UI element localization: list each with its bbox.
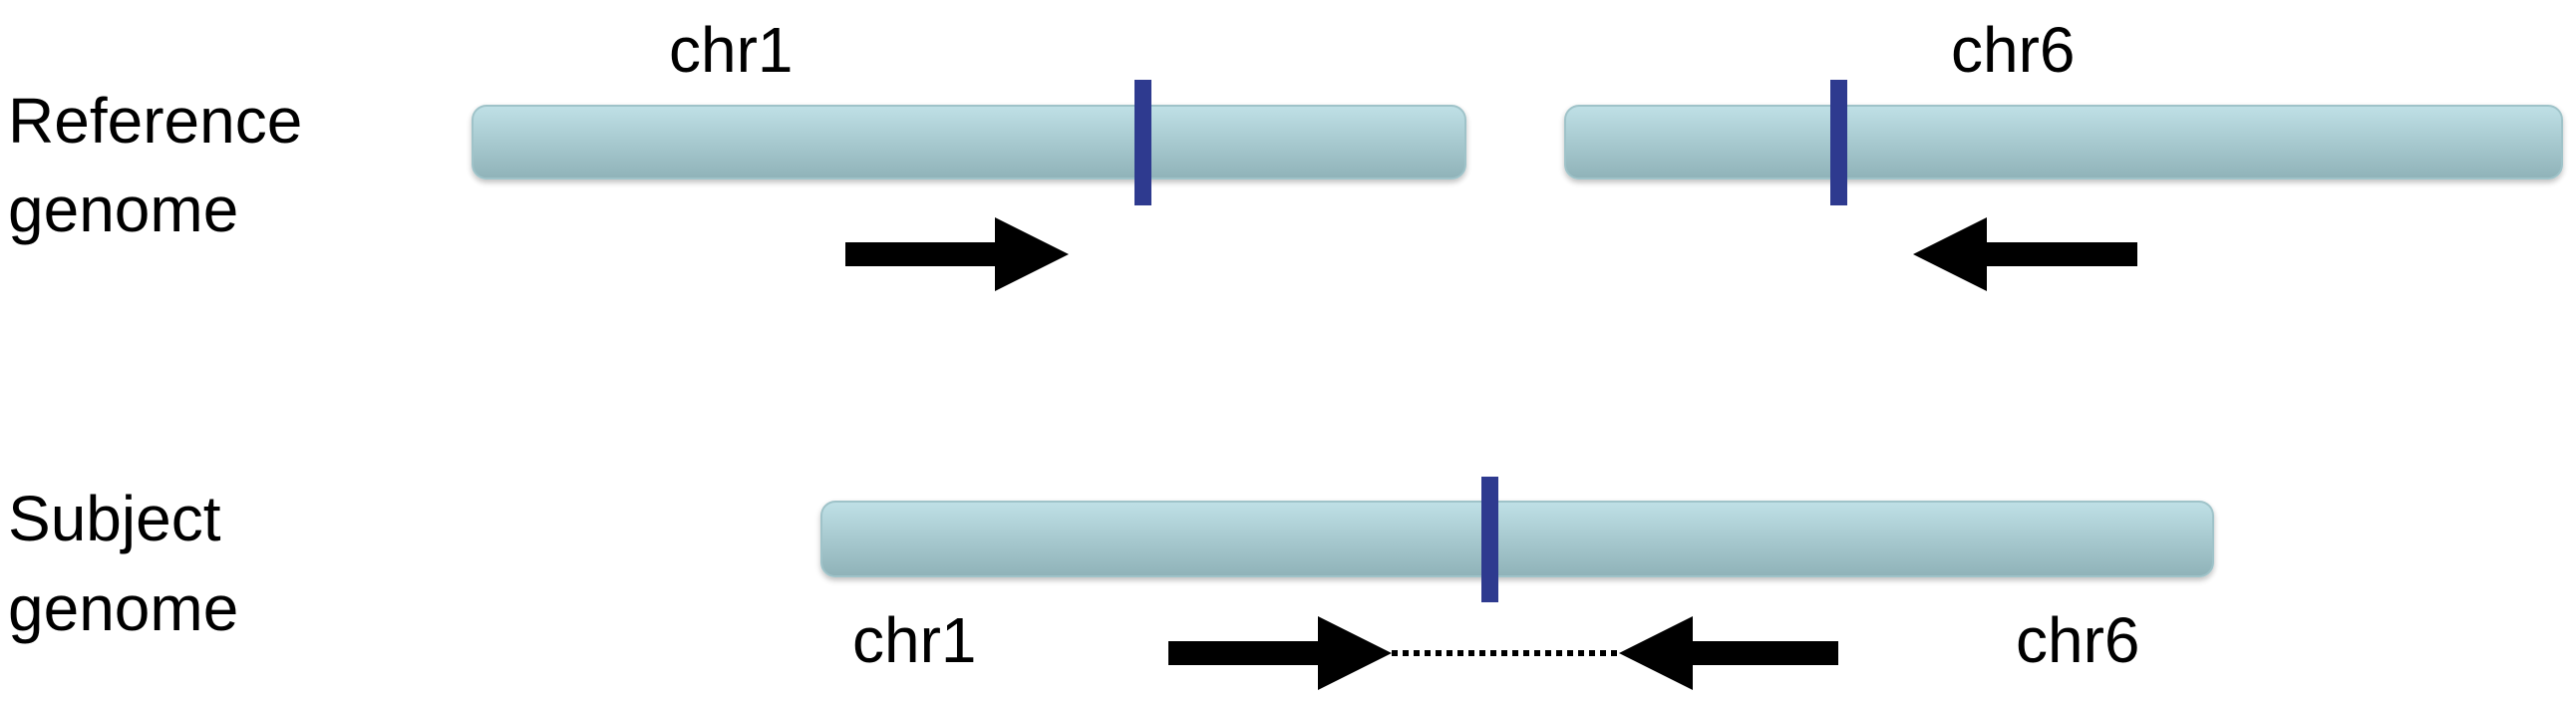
- reference-chr1-bar: [472, 105, 1466, 179]
- subject-chr6-reverse-arrow: [1619, 616, 1838, 690]
- subject-chr1-label: chr1: [852, 604, 977, 676]
- reference-chr1-label: chr1: [669, 14, 794, 86]
- reference-chr6-breakpoint: [1830, 80, 1847, 205]
- subject-chr1-forward-arrow: [1168, 616, 1392, 690]
- reference-chr1-forward-arrow: [845, 217, 1069, 291]
- subject-genome-label-line1: Subject: [8, 483, 221, 554]
- subject-chr6-label: chr6: [2016, 604, 2140, 676]
- reference-genome-label-line2: genome: [8, 174, 238, 245]
- subject-fusion-breakpoint: [1481, 477, 1498, 602]
- reference-chr6-bar: [1564, 105, 2563, 179]
- subject-genome-label-line2: genome: [8, 572, 238, 644]
- subject-fused-chromosome-bar: [820, 501, 2214, 577]
- reference-chr1-breakpoint: [1134, 80, 1151, 205]
- reference-chr6-reverse-arrow: [1913, 217, 2137, 291]
- reference-genome-label-line1: Reference: [8, 85, 302, 157]
- reference-chr6-label: chr6: [1951, 14, 2076, 86]
